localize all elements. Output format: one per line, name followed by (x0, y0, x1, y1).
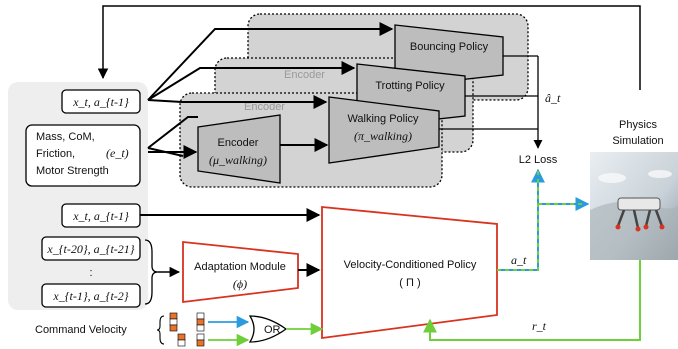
history-box-first (41, 236, 141, 261)
simulation-title-1: Physics (619, 119, 657, 131)
action-label: a_t (511, 253, 527, 267)
state-action-mid-label: x_t, a_{t-1} (72, 209, 129, 223)
command-brace (156, 315, 165, 345)
adaptation-module-block (182, 241, 299, 304)
l2-loss-label: L2 Loss (519, 154, 558, 166)
walking-policy-symbol: (π_walking) (354, 129, 412, 143)
svg-text:Encoder: Encoder (244, 101, 285, 113)
command-vector-top (169, 312, 205, 332)
or-gate-label: OR (264, 324, 281, 336)
encoder-block (197, 114, 281, 184)
state-action-box-top (61, 89, 141, 114)
trotting-policy-label: Trotting Policy (375, 80, 445, 92)
robot-icon (615, 197, 665, 232)
walking-policy-block (328, 96, 440, 164)
command-velocity-label: Command Velocity (35, 324, 127, 336)
state-action-top-label: x_t, a_{t-1} (72, 95, 129, 109)
simulation-render (590, 152, 678, 260)
policy-input-arrows (147, 22, 394, 159)
encoder-label: Encoder (218, 137, 259, 149)
encoder-symbol: (μ_walking) (209, 153, 267, 167)
reward-label: r_t (532, 319, 547, 333)
input-panel (8, 82, 148, 310)
velocity-policy-label: Velocity-Conditioned Policy (344, 259, 477, 271)
command-vector-bottom (177, 333, 205, 347)
history-first-label: x_{t-20}, a_{t-21} (46, 242, 134, 256)
a-hat-label: â_t (545, 91, 561, 105)
simulation-title-2: Simulation (612, 135, 663, 147)
privileged-symbol: (e_t) (106, 146, 129, 160)
adaptation-module-symbol: (ϕ) (233, 277, 247, 291)
history-box-last (41, 283, 141, 308)
bouncing-policy-label: Bouncing Policy (410, 41, 489, 53)
svg-text:Encoder: Encoder (284, 69, 325, 81)
adaptation-module-label: Adaptation Module (194, 261, 286, 273)
history-ellipsis: : (89, 267, 92, 279)
history-last-label: x_{t-1}, a_{t-2} (52, 289, 128, 303)
velocity-policy-symbol: ( Π ) (399, 277, 420, 289)
privileged-info-box (25, 124, 141, 187)
walking-policy-label: Walking Policy (347, 113, 419, 125)
policy-output-lines (439, 55, 543, 149)
privileged-line-2: Friction, (36, 148, 75, 160)
privileged-line-1: Mass, CoM, (36, 131, 95, 143)
feedback-arrow (97, 5, 641, 90)
velocity-policy-block (321, 206, 498, 340)
or-gate-icon (248, 315, 288, 343)
reward-arrow (423, 260, 641, 341)
privileged-line-3: Motor Strength (36, 165, 109, 177)
